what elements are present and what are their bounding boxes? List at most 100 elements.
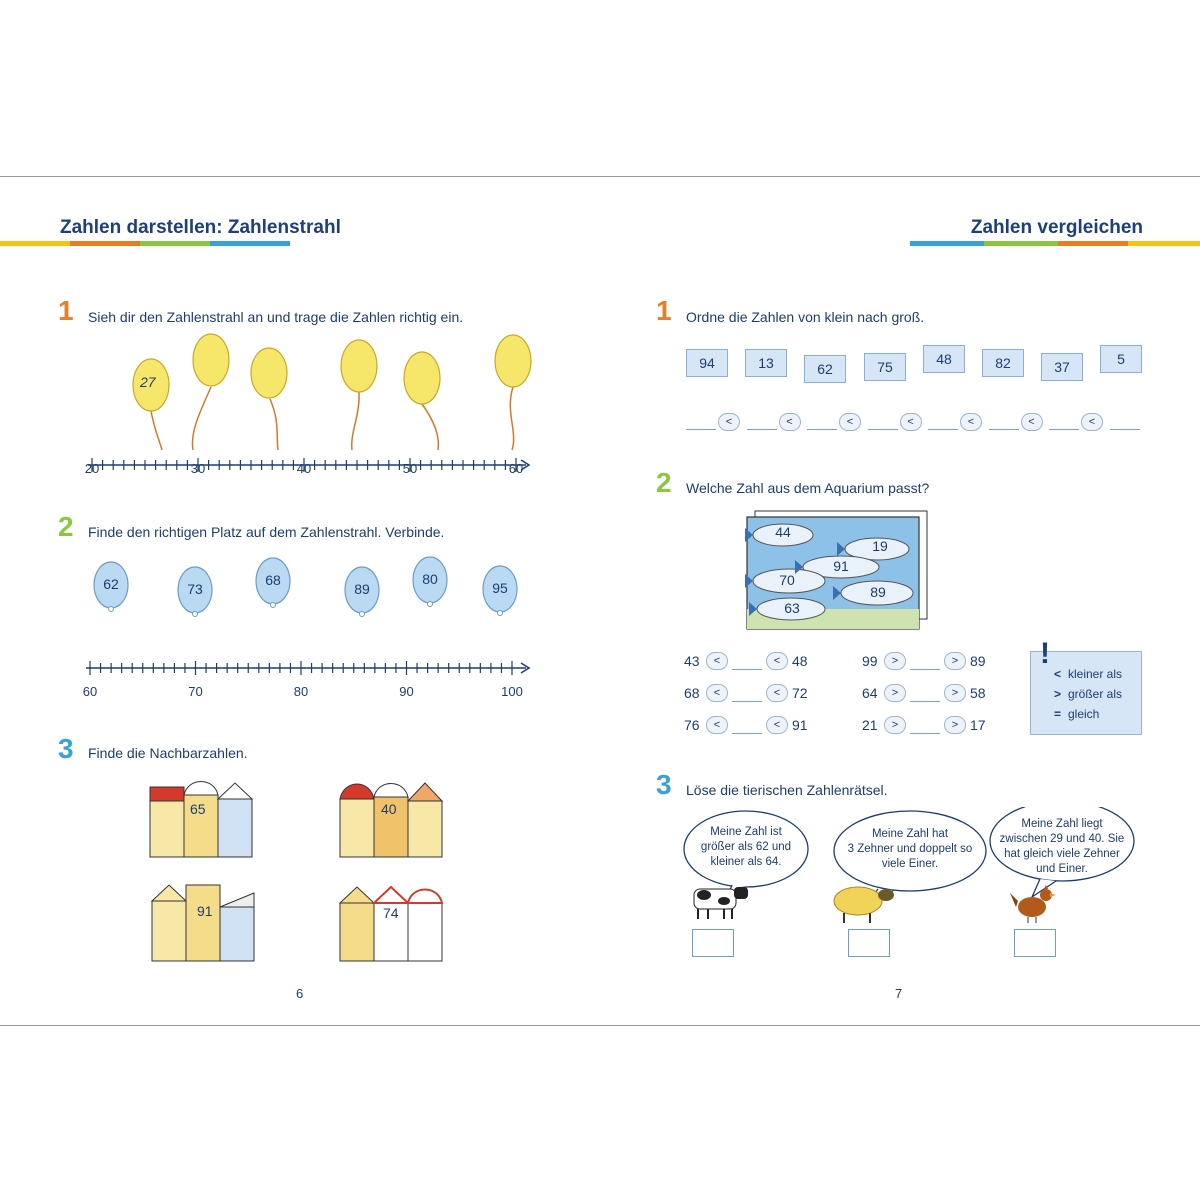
compare-sign: < (766, 652, 788, 670)
compare-left-number: 21 (862, 717, 878, 733)
balloon-number-73: 73 (187, 581, 203, 597)
less-than-sign: < (960, 413, 982, 431)
compare-sign: < (706, 716, 728, 734)
answer-blank[interactable] (988, 429, 1019, 430)
answer-blank[interactable] (910, 701, 940, 702)
answer-blank[interactable] (867, 429, 898, 430)
less-than-sign: < (899, 413, 922, 431)
bubble-line: größer als 62 und (700, 841, 792, 853)
legend-text: gleich (1068, 707, 1100, 721)
less-than-sign: < (839, 413, 861, 431)
axis-label: 60 (82, 684, 98, 699)
compare-right-number: 91 (792, 717, 808, 733)
axis-label: 90 (399, 684, 414, 699)
fish-number: 89 (870, 584, 886, 600)
balloon-knot (270, 602, 276, 608)
fish-number: 70 (779, 572, 795, 588)
compare-sign: > (944, 652, 966, 670)
compare-sign: > (884, 716, 906, 734)
title-color-bar-left (0, 241, 290, 246)
balloon-string (150, 410, 163, 451)
compare-sign: > (944, 684, 966, 702)
balloon-yellow (192, 333, 230, 387)
number-card: 13 (745, 349, 787, 377)
task-instruction-3-left: Finde die Nachbarzahlen. (88, 745, 248, 761)
bubble-line: zwischen 29 und 40. Sie (999, 833, 1125, 845)
axis-label: 40 (296, 461, 312, 476)
page-number-left: 6 (296, 986, 304, 1001)
houses-group-40 (339, 782, 444, 858)
less-than-sign: < (778, 413, 801, 431)
house-number-40: 40 (381, 801, 397, 817)
legend-exclamation: ! (1040, 637, 1050, 670)
bubble-line: Meine Zahl liegt (1021, 818, 1103, 830)
answer-blank[interactable] (1109, 429, 1140, 430)
page-title-right: Zahlen vergleichen (970, 217, 1143, 238)
speech-bubble-sheep (833, 810, 987, 892)
hen-icon (1010, 885, 1056, 923)
axis-label: 80 (293, 684, 309, 699)
number-card: 62 (804, 355, 846, 383)
balloon-number-89: 89 (354, 581, 370, 597)
numberline-2 (86, 661, 531, 675)
balloon-string (421, 403, 440, 451)
bubble-line: Meine Zahl hat (871, 828, 949, 840)
balloon-knot (427, 601, 433, 607)
axis-label: 70 (188, 684, 203, 699)
answer-blank[interactable] (928, 429, 958, 430)
task-number-2-right: 2 (656, 467, 672, 498)
fish-number: 44 (775, 524, 791, 540)
compare-left-number: 64 (862, 685, 878, 701)
compare-right-number: 72 (792, 685, 808, 701)
number-card: 82 (982, 349, 1024, 377)
houses-group-91 (150, 884, 255, 962)
answer-blank[interactable] (746, 429, 777, 430)
page-title-left: Zahlen darstellen: Zahlenstrahl (60, 217, 341, 238)
answer-blank[interactable] (732, 669, 762, 670)
balloon-string (509, 386, 515, 451)
compare-right-number: 48 (792, 653, 808, 669)
compare-left-number: 99 (862, 653, 878, 669)
balloon-knot (359, 611, 365, 617)
legend-symbol: > (1054, 687, 1062, 701)
answer-box-sheep[interactable] (848, 929, 890, 957)
balloon-knot (108, 606, 114, 612)
balloon-number-62: 62 (103, 576, 119, 592)
answer-blank[interactable] (1049, 429, 1079, 430)
compare-sign: < (766, 716, 788, 734)
answer-blank[interactable] (807, 429, 837, 430)
animal-riddles (683, 807, 1135, 923)
balloon-yellow (132, 358, 170, 412)
fish-number: 19 (872, 538, 888, 554)
aquarium (745, 510, 928, 630)
task-instruction-2-right: Welche Zahl aus dem Aquarium passt? (686, 480, 930, 496)
houses-group-65 (149, 781, 254, 858)
bubble-line: kleiner als 64. (710, 856, 782, 868)
task-number-2-left: 2 (58, 511, 74, 542)
axis-label: 20 (84, 461, 100, 476)
answer-blank[interactable] (686, 429, 716, 430)
compare-sign: > (884, 652, 906, 670)
balloon-yellow (494, 334, 532, 388)
house-number-91: 91 (197, 903, 213, 919)
answer-blank[interactable] (732, 701, 762, 702)
bubble-line: hat gleich viele Zehner (1004, 848, 1120, 860)
answer-box-hen[interactable] (1014, 929, 1056, 957)
balloon-number-80: 80 (422, 571, 438, 587)
task-instruction-3-right: Löse die tierischen Zahlenrätsel. (686, 782, 888, 798)
answer-blank[interactable] (910, 669, 940, 670)
balloon-yellow (340, 339, 378, 393)
house-number-65: 65 (190, 801, 206, 817)
balloon-knot (192, 611, 198, 617)
compare-left-number: 68 (684, 685, 700, 701)
answer-blank[interactable] (910, 733, 940, 734)
balloon-string (269, 398, 279, 451)
balloon-number-68: 68 (265, 572, 281, 588)
answer-box-cow[interactable] (692, 929, 734, 957)
answer-blank[interactable] (732, 733, 762, 734)
legend-text: größer als (1068, 687, 1123, 701)
houses-group-74 (338, 885, 444, 962)
compare-sign: < (706, 684, 728, 702)
balloon-yellow (403, 351, 441, 405)
